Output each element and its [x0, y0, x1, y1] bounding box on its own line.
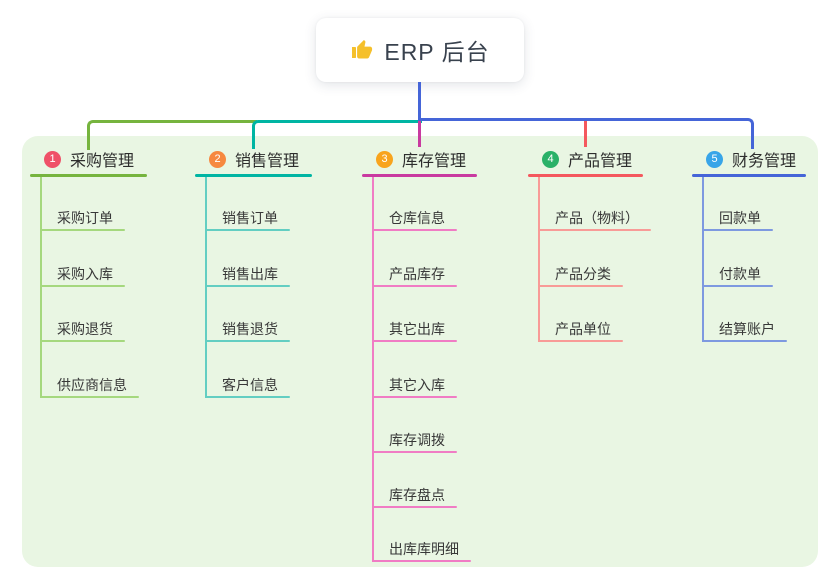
child-node[interactable]: 产品库存: [389, 266, 445, 282]
branch-node-3[interactable]: 3 库存管理: [362, 147, 466, 171]
child-node[interactable]: 采购退货: [57, 321, 113, 337]
child-underline: [702, 340, 787, 342]
branch-5-child-line: [702, 177, 704, 342]
child-node[interactable]: 库存调拨: [389, 432, 445, 448]
child-node[interactable]: 产品单位: [555, 321, 611, 337]
branch-3-child-line: [372, 177, 374, 562]
mindmap-panel: [22, 136, 818, 567]
branch-underline-4: [528, 174, 643, 177]
child-node[interactable]: 出库库明细: [389, 541, 459, 557]
child-underline: [40, 340, 125, 342]
child-underline: [205, 229, 290, 231]
child-node[interactable]: 销售出库: [222, 266, 278, 282]
child-node[interactable]: 回款单: [719, 210, 761, 226]
branch-1-child-line: [40, 177, 42, 398]
branch-number-badge: 4: [542, 150, 559, 168]
child-node[interactable]: 结算账户: [719, 321, 775, 337]
child-node[interactable]: 销售订单: [222, 210, 278, 226]
child-underline: [538, 229, 651, 231]
branch-node-label: 采购管理: [70, 153, 135, 170]
child-underline: [40, 396, 139, 398]
branch-2-child-line: [205, 177, 207, 398]
connector-branch-4: [584, 120, 587, 147]
child-node[interactable]: 其它入库: [389, 377, 445, 393]
child-underline: [205, 340, 290, 342]
child-underline: [372, 506, 457, 508]
branch-node-2[interactable]: 2 销售管理: [195, 147, 299, 171]
branch-node-1[interactable]: 1 采购管理: [30, 147, 134, 171]
branch-4-child-line: [538, 177, 540, 342]
branch-number-badge: 3: [376, 150, 393, 168]
child-underline: [702, 229, 773, 231]
child-underline: [372, 285, 457, 287]
connector-branch-1: [87, 120, 257, 150]
child-underline: [702, 285, 773, 287]
child-underline: [40, 229, 125, 231]
child-node[interactable]: 仓库信息: [389, 210, 445, 226]
child-node[interactable]: 采购订单: [57, 210, 113, 226]
child-underline: [205, 396, 290, 398]
child-node[interactable]: 供应商信息: [57, 377, 127, 393]
child-underline: [372, 451, 457, 453]
child-underline: [372, 229, 457, 231]
branch-node-label: 产品管理: [568, 153, 633, 170]
branch-number-badge: 5: [706, 150, 723, 168]
child-node[interactable]: 库存盘点: [389, 487, 445, 503]
child-underline: [40, 285, 125, 287]
child-underline: [372, 396, 457, 398]
child-node[interactable]: 采购入库: [57, 266, 113, 282]
child-underline: [372, 340, 457, 342]
root-node-label: ERP 后台: [384, 39, 490, 65]
child-node[interactable]: 销售退货: [222, 321, 278, 337]
branch-underline-3: [362, 174, 477, 177]
child-underline: [538, 340, 623, 342]
branch-number-badge: 1: [44, 150, 61, 168]
branch-underline-5: [692, 174, 806, 177]
connector-branch-5: [418, 118, 754, 149]
branch-node-label: 库存管理: [402, 153, 467, 170]
child-underline: [538, 285, 623, 287]
connector-branch-2: [252, 120, 422, 149]
branch-node-label: 销售管理: [235, 153, 300, 170]
child-node[interactable]: 其它出库: [389, 321, 445, 337]
child-underline: [205, 285, 290, 287]
branch-number-badge: 2: [209, 150, 226, 168]
child-node[interactable]: 产品（物料）: [555, 210, 639, 226]
child-node[interactable]: 产品分类: [555, 266, 611, 282]
child-node[interactable]: 付款单: [719, 266, 761, 282]
child-node[interactable]: 客户信息: [222, 377, 278, 393]
branch-node-4[interactable]: 4 产品管理: [528, 147, 632, 171]
root-node[interactable]: ERP 后台: [316, 18, 524, 82]
root-connector-line: [418, 82, 421, 120]
branch-underline-1: [30, 174, 147, 177]
connector-branch-3: [418, 120, 421, 147]
thumbs-up-icon: [350, 38, 374, 62]
branch-underline-2: [195, 174, 312, 177]
branch-node-label: 财务管理: [732, 153, 797, 170]
child-underline: [372, 560, 471, 562]
branch-node-5[interactable]: 5 财务管理: [692, 147, 796, 171]
